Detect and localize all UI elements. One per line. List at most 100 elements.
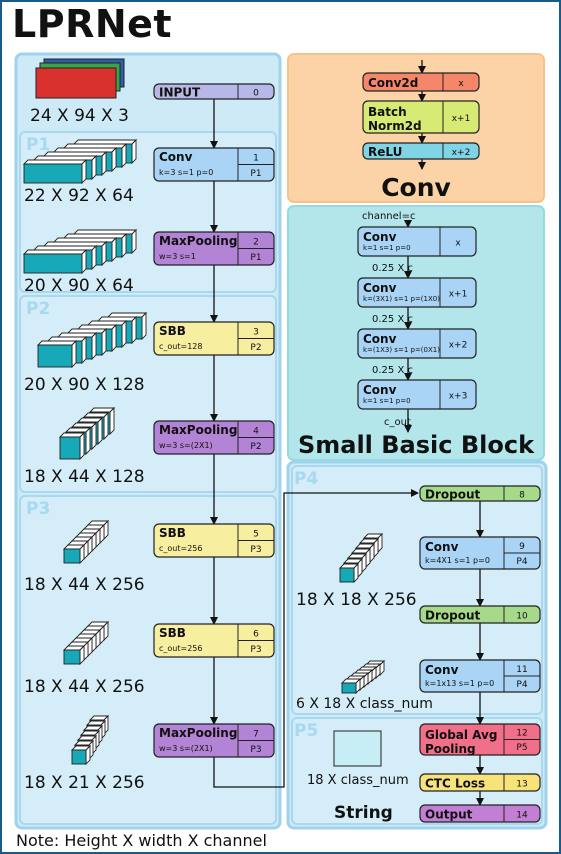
block-subsection: P3 bbox=[250, 545, 261, 555]
block-body bbox=[419, 773, 541, 792]
slab-side bbox=[91, 244, 97, 271]
slab-side bbox=[131, 315, 137, 345]
slab-face bbox=[63, 649, 81, 665]
conv-panel-title: Conv bbox=[381, 173, 451, 202]
block-params: w=3 s=(2X1) bbox=[159, 441, 213, 450]
section-label-p2: P2 bbox=[26, 299, 50, 319]
slab-side bbox=[121, 142, 127, 169]
block-params: c_out=256 bbox=[159, 644, 202, 653]
slab-top bbox=[62, 143, 128, 149]
slab-side bbox=[85, 426, 91, 456]
block-body bbox=[362, 142, 480, 160]
shape-label: 18 X 44 X 256 bbox=[24, 575, 145, 595]
sbb-panel-title: Small Basic Block bbox=[298, 431, 535, 459]
arrow-7-8 bbox=[213, 489, 419, 788]
block-name: Conv bbox=[363, 332, 397, 346]
block-subsection: P2 bbox=[250, 442, 261, 452]
slab-side bbox=[91, 421, 97, 451]
shape-label: 18 X 21 X 256 bbox=[24, 773, 145, 793]
block-index: 14 bbox=[516, 811, 528, 821]
slab-side bbox=[109, 406, 115, 436]
block-subsection: P1 bbox=[250, 169, 261, 179]
block-name: MaxPooling bbox=[159, 726, 237, 740]
slab-top bbox=[32, 245, 98, 251]
tensor-22x92x64 bbox=[22, 138, 138, 185]
tensor-18x44x256-b bbox=[62, 620, 110, 666]
slab-side bbox=[79, 431, 85, 461]
slab-side bbox=[81, 158, 87, 185]
block-subsection: P5 bbox=[516, 743, 527, 753]
block-body bbox=[362, 72, 480, 92]
block-index: 8 bbox=[519, 491, 525, 501]
block-body bbox=[419, 804, 541, 823]
tensor-20x90x64 bbox=[22, 228, 138, 275]
slab-side bbox=[71, 339, 77, 369]
block-params: w=3 s=1 bbox=[159, 252, 196, 261]
shape-label: 18 X 44 X 128 bbox=[24, 467, 145, 487]
slab-top bbox=[52, 147, 118, 153]
slab-top bbox=[62, 233, 128, 239]
slab-top bbox=[76, 324, 118, 330]
sbb-between-label-1: 0.25 X c bbox=[372, 263, 413, 274]
input-tensor-icon bbox=[35, 58, 125, 99]
block-index: 3 bbox=[253, 328, 259, 338]
block-params: c_out=128 bbox=[159, 342, 202, 351]
slab-top bbox=[42, 241, 108, 247]
slab-top bbox=[56, 332, 98, 338]
shape-label: 24 X 94 X 3 bbox=[30, 106, 129, 126]
slab-side bbox=[131, 138, 137, 165]
slab-side bbox=[97, 416, 103, 446]
tensor-18x44x128 bbox=[58, 406, 116, 461]
section-label-p4: P4 bbox=[294, 469, 318, 489]
block-index: 4 bbox=[253, 427, 259, 437]
input-red-channel bbox=[35, 67, 117, 99]
diagram-title: LPRNet bbox=[12, 2, 173, 46]
slab-top bbox=[96, 316, 138, 322]
slab-face bbox=[341, 682, 357, 694]
block-subsection: P1 bbox=[250, 253, 261, 263]
block-name: Output bbox=[425, 808, 473, 822]
block-params: k=1 s=1 p=0 bbox=[363, 397, 411, 405]
block-subsection: P3 bbox=[250, 645, 261, 655]
block-name: Pooling bbox=[425, 742, 476, 756]
tensor-18x18x256 bbox=[338, 532, 384, 584]
slab-top bbox=[106, 312, 148, 318]
block-params: k=3 s=1 p=0 bbox=[159, 168, 213, 177]
block-index: x bbox=[458, 79, 464, 89]
slab-top bbox=[32, 155, 98, 161]
shape-label: 18 X 44 X 256 bbox=[24, 677, 145, 697]
block-subsection: P4 bbox=[516, 557, 527, 567]
slab-side bbox=[91, 154, 97, 181]
slab-face bbox=[71, 749, 87, 765]
block-name: SBB bbox=[159, 626, 186, 640]
block-params: k=(1X3) s=1 p=(0X1) bbox=[363, 346, 440, 354]
slab-side bbox=[101, 150, 107, 177]
shape-label: 18 X 18 X 256 bbox=[296, 590, 417, 610]
block-index: 12 bbox=[516, 729, 527, 739]
slab-top bbox=[72, 229, 138, 235]
slab-face bbox=[37, 344, 73, 368]
block-subsection: P4 bbox=[516, 680, 527, 690]
block-body bbox=[357, 226, 477, 257]
block-name: SBB bbox=[159, 324, 186, 338]
tensor-stacks bbox=[22, 138, 386, 766]
section-label-p1: P1 bbox=[26, 135, 50, 155]
block-index: 11 bbox=[516, 665, 527, 675]
slab-side bbox=[131, 228, 137, 255]
block-name: Conv bbox=[363, 281, 397, 295]
block-body bbox=[357, 328, 477, 359]
sbb-output-label: c_out bbox=[384, 417, 411, 428]
